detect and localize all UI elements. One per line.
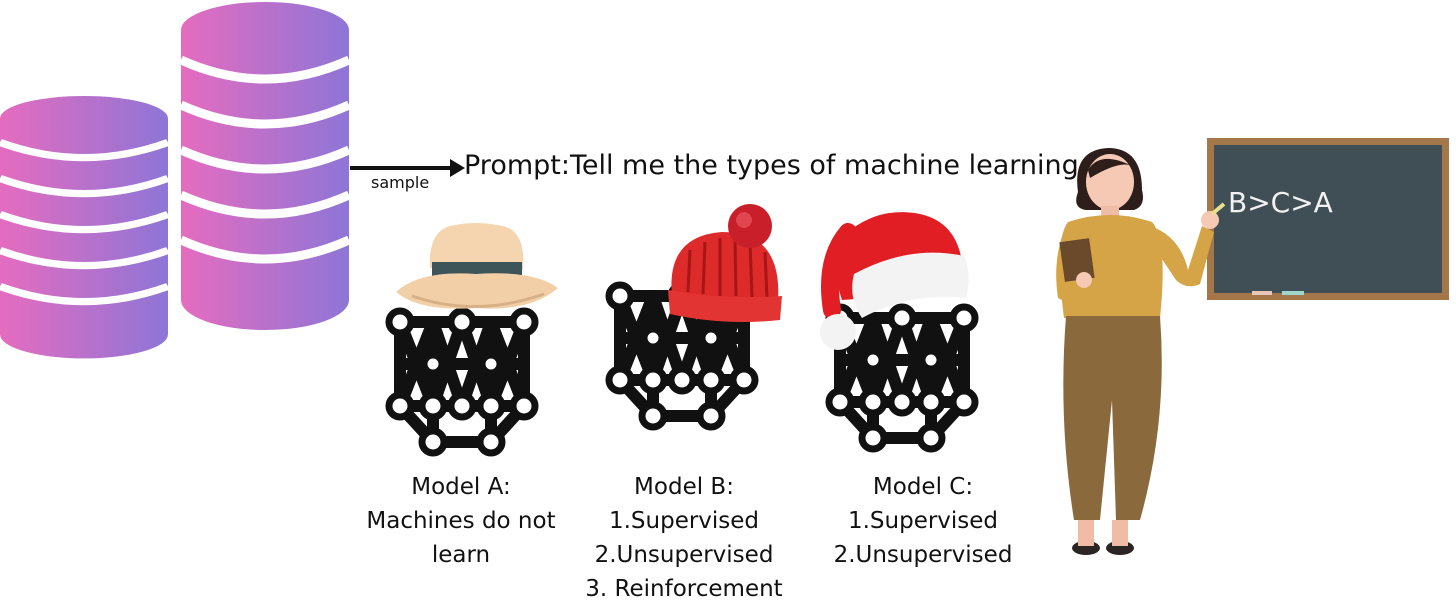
sample-arrow-label: sample [371, 173, 430, 192]
sample-arrow [350, 159, 465, 177]
model-b-answer-line: 3. Reinforcement [585, 576, 783, 602]
model-b-label: Model B: 1.Supervised 2.Unsupervised 3. … [574, 470, 794, 606]
database-large-icon [181, 2, 349, 330]
blackboard [1207, 138, 1449, 300]
model-a-label: Model A: Machines do not learn [356, 470, 566, 572]
blackboard-ranking-text: B>C>A [1228, 186, 1333, 219]
model-c-answer-line: 2.Unsupervised [833, 542, 1013, 568]
prompt-text: Prompt:Tell me the types of machine lear… [464, 150, 1079, 181]
model-b-answer-line: 2.Unsupervised [594, 542, 774, 568]
database-small-icon [0, 96, 168, 358]
model-b-title: Model B: [634, 474, 734, 500]
model-c-title: Model C: [872, 474, 974, 500]
model-a-answer-line: learn [431, 542, 491, 568]
model-c-answer-line: 1.Supervised [847, 508, 999, 534]
model-c-label: Model C: 1.Supervised 2.Unsupervised [818, 470, 1028, 572]
fedora-hat-icon [396, 223, 558, 309]
model-a-title: Model A: [411, 474, 511, 500]
beanie-hat-icon [668, 204, 782, 322]
santa-hat-icon [820, 212, 969, 350]
model-a-answer-line: Machines do not [366, 508, 556, 534]
model-a-network-icon [389, 311, 535, 453]
model-b-answer-line: 1.Supervised [608, 508, 760, 534]
teacher-figure [1056, 148, 1226, 555]
